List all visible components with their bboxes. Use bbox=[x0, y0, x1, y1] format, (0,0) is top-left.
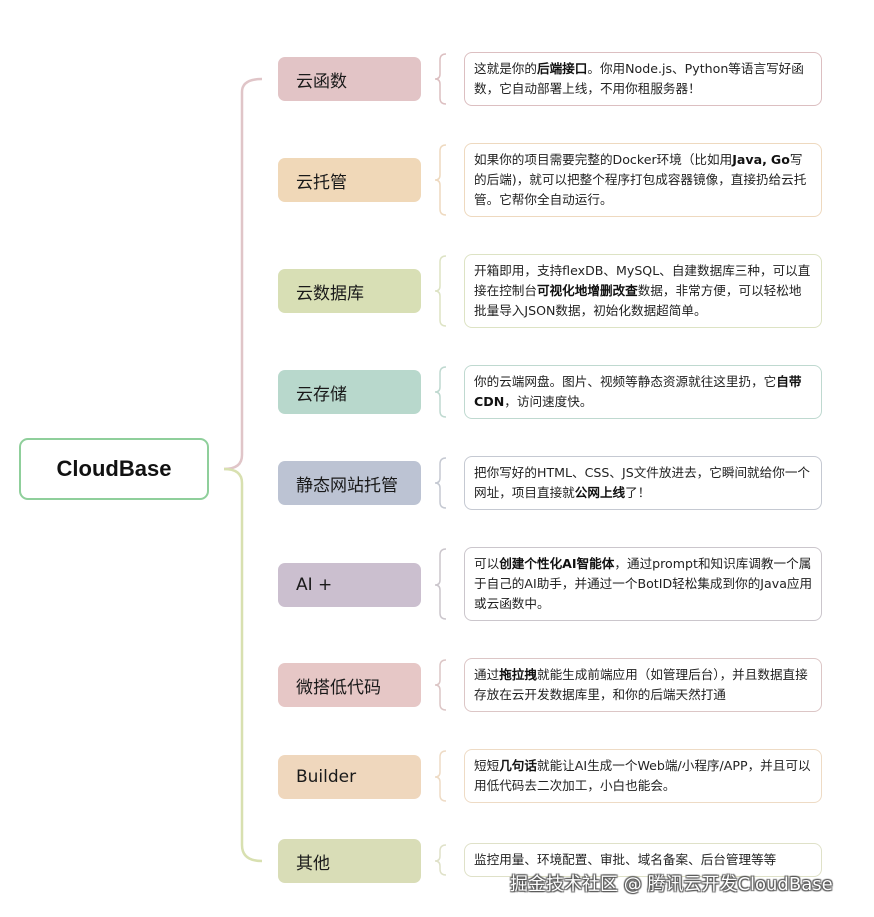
brace-connector bbox=[434, 366, 447, 418]
description-text: 就能生成前端应用（如管理后台），并且数据直接存放在云开发数据库里，和你的后端天然… bbox=[474, 667, 808, 702]
branch-node[interactable]: 微搭低代码 bbox=[278, 663, 421, 707]
branch-label: 云托管 bbox=[296, 172, 347, 193]
branch-label: 静态网站托管 bbox=[296, 475, 398, 496]
branch-label: AI + bbox=[296, 575, 333, 595]
branch-label: Builder bbox=[296, 767, 357, 787]
branch-description: 你的云端网盘。图片、视频等静态资源就往这里扔，它自带CDN，访问速度快。 bbox=[464, 365, 822, 419]
branch-node[interactable]: 云函数 bbox=[278, 57, 421, 101]
description-text: 如果你的项目需要完整的Docker环境（比如用 bbox=[474, 152, 733, 167]
description-text: 这就是你的 bbox=[474, 61, 537, 76]
branch-node[interactable]: 云数据库 bbox=[278, 269, 421, 313]
description-highlight: 后端接口 bbox=[536, 61, 588, 76]
branch-description: 监控用量、环境配置、审批、域名备案、后台管理等等 bbox=[464, 843, 822, 877]
description-text: 。你用Node.js、Python等语言写好函数，它自动部署上线，不用你租服务器… bbox=[474, 61, 804, 96]
watermark: 掘金技术社区 @ 腾讯云开发CloudBase bbox=[510, 874, 833, 895]
brace-connector bbox=[434, 53, 447, 105]
branch-description: 开箱即用，支持flexDB、MySQL、自建数据库三种，可以直接在控制台可视化地… bbox=[464, 254, 822, 328]
description-text: ，访问速度快。 bbox=[504, 394, 593, 409]
branch-node[interactable]: 静态网站托管 bbox=[278, 461, 421, 505]
brace-connector bbox=[434, 750, 447, 802]
description-text: ，通过prompt和知识库调教一个属于自己的AI助手，并通过一个BotID轻松集… bbox=[474, 556, 813, 611]
description-text: 可以 bbox=[474, 556, 500, 571]
description-text: 就能让AI生成一个Web端/小程序/APP，并且可以用低代码去二次加工，小白也能… bbox=[474, 758, 811, 793]
description-text: 通过 bbox=[474, 667, 500, 682]
branch-label: 云数据库 bbox=[296, 283, 364, 304]
description-text: 开箱即用，支持flexDB、MySQL、自建数据库三种，可以直接在控制台 bbox=[474, 263, 811, 298]
description-text: 监控用量、环境配置、审批、域名备案、后台管理等等 bbox=[474, 852, 777, 867]
root-connector-lower bbox=[223, 467, 263, 863]
brace-connector bbox=[434, 144, 447, 216]
branch-label: 微搭低代码 bbox=[296, 677, 381, 698]
description-highlight: 自带CDN bbox=[474, 374, 802, 409]
description-highlight: 公网上线 bbox=[574, 485, 626, 500]
branch-node[interactable]: AI + bbox=[278, 563, 421, 607]
brace-connector bbox=[434, 844, 447, 876]
branch-description: 通过拖拉拽就能生成前端应用（如管理后台），并且数据直接存放在云开发数据库里，和你… bbox=[464, 658, 822, 712]
brace-connector bbox=[434, 255, 447, 327]
root-node-cloudbase[interactable]: CloudBase bbox=[19, 438, 209, 500]
branch-node[interactable]: 云存储 bbox=[278, 370, 421, 414]
description-highlight: 可视化地增删改查 bbox=[536, 283, 638, 298]
description-text: 短短 bbox=[474, 758, 500, 773]
root-node-label: CloudBase bbox=[56, 456, 172, 481]
branch-node[interactable]: 其他 bbox=[278, 839, 421, 883]
brace-connector bbox=[434, 548, 447, 620]
branch-node[interactable]: 云托管 bbox=[278, 158, 421, 202]
branch-description: 如果你的项目需要完整的Docker环境（比如用Java, Go写的后端)，就可以… bbox=[464, 143, 822, 217]
description-highlight: 创建个性化AI智能体 bbox=[499, 556, 615, 571]
description-text: 写的后端)，就可以把整个程序打包成容器镜像，直接扔给云托管。它帮你全自动运行。 bbox=[474, 152, 807, 207]
branch-label: 云函数 bbox=[296, 71, 347, 92]
description-highlight: 几句话 bbox=[499, 758, 537, 773]
branch-description: 短短几句话就能让AI生成一个Web端/小程序/APP，并且可以用低代码去二次加工… bbox=[464, 749, 822, 803]
description-text: 把你写好的HTML、CSS、JS文件放进去，它瞬间就给你一个网址，项目直接就 bbox=[474, 465, 811, 500]
description-text: 了！ bbox=[625, 485, 651, 500]
branch-description: 这就是你的后端接口。你用Node.js、Python等语言写好函数，它自动部署上… bbox=[464, 52, 822, 106]
description-text: 数据，非常方便，可以轻松地批量导入JSON数据，初始化数据超简单。 bbox=[474, 283, 802, 318]
description-text: 你的云端网盘。图片、视频等静态资源就往这里扔，它 bbox=[474, 374, 777, 389]
brace-connector bbox=[434, 659, 447, 711]
branch-label: 云存储 bbox=[296, 384, 347, 405]
brace-connector bbox=[434, 457, 447, 509]
root-connector-upper bbox=[223, 77, 263, 471]
branch-node[interactable]: Builder bbox=[278, 755, 421, 799]
branch-description: 把你写好的HTML、CSS、JS文件放进去，它瞬间就给你一个网址，项目直接就公网… bbox=[464, 456, 822, 510]
description-highlight: Go bbox=[770, 152, 790, 167]
branch-description: 可以创建个性化AI智能体，通过prompt和知识库调教一个属于自己的AI助手，并… bbox=[464, 547, 822, 621]
branch-label: 其他 bbox=[296, 853, 330, 874]
description-highlight: 拖拉拽 bbox=[499, 667, 537, 682]
description-highlight: Java, bbox=[732, 152, 767, 167]
